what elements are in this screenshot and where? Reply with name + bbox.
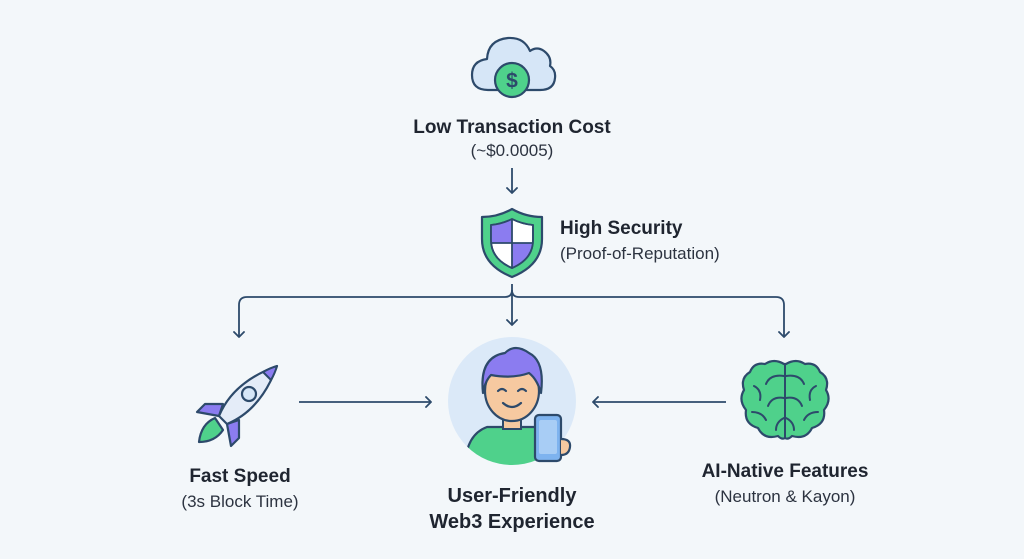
cloud-dollar-icon: $: [470, 36, 557, 99]
node-security-subtitle: (Proof-of-Reputation): [560, 244, 720, 263]
node-cost: Low Transaction Cost (~$0.0005): [362, 116, 662, 162]
node-ai-subtitle: (Neutron & Kayon): [714, 487, 856, 506]
svg-text:$: $: [506, 70, 518, 93]
connector-security-branch-right: [511, 289, 790, 338]
node-speed: Fast Speed (3s Block Time): [140, 465, 340, 513]
node-user-title-line1: User-Friendly: [447, 485, 577, 507]
node-security-title: High Security: [560, 218, 683, 239]
node-user: User-Friendly Web3 Experience: [362, 483, 662, 535]
brain-icon: [740, 359, 830, 440]
node-cost-title: Low Transaction Cost: [413, 117, 611, 138]
node-speed-title: Fast Speed: [189, 466, 291, 487]
rocket-icon: [195, 364, 279, 448]
node-speed-subtitle: (3s Block Time): [181, 492, 299, 511]
connector-security-branch: [233, 284, 513, 338]
node-ai: AI-Native Features (Neutron & Kayon): [665, 460, 905, 508]
node-user-title-line2: Web3 Experience: [429, 511, 595, 533]
node-security: High Security (Proof-of-Reputation): [560, 217, 720, 265]
node-ai-title: AI-Native Features: [701, 461, 869, 482]
node-cost-subtitle: (~$0.0005): [470, 141, 554, 160]
shield-icon: [480, 207, 544, 279]
user-with-phone-icon: [448, 337, 576, 465]
